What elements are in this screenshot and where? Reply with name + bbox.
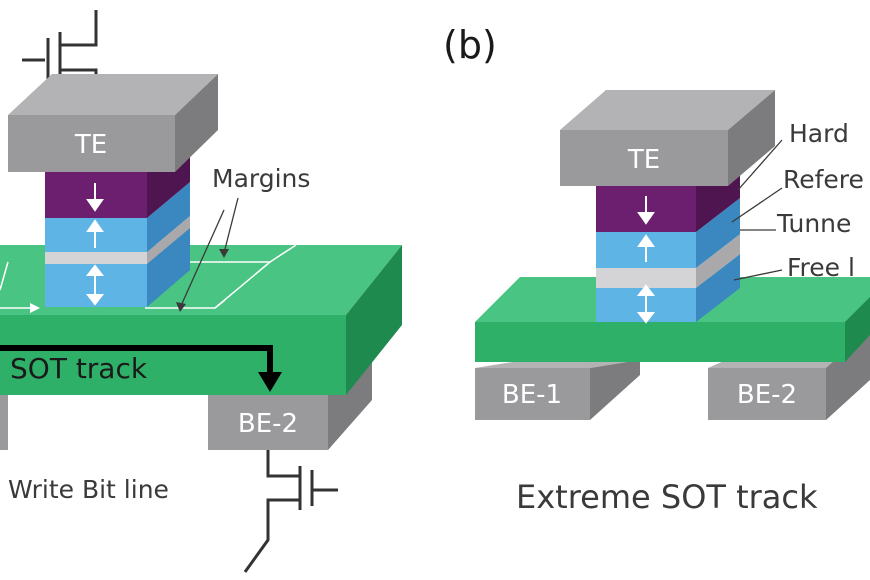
layer-label-pointers (731, 139, 783, 281)
panel-b-label: (b) (443, 23, 497, 67)
be1-label-right: BE-1 (502, 380, 562, 410)
te-electrode-left: TE (8, 74, 218, 172)
be2-label-right: BE-2 (737, 380, 797, 410)
right-panel: (b) BE-1 BE-2 (443, 23, 870, 516)
te-electrode-right: TE (560, 90, 775, 186)
margins-label: Margins (212, 164, 310, 193)
write-bit-line-label: Write Bit line (8, 475, 169, 504)
be2-label: BE-2 (238, 409, 298, 439)
te-label-right: TE (627, 145, 660, 175)
layer-label-free: Free l (787, 253, 855, 282)
mtj-pillar-left (45, 150, 190, 307)
be1-electrode-right: BE-1 (475, 360, 640, 420)
left-panel: BE-2 SOT track (0, 10, 402, 573)
current-arrow (0, 345, 273, 378)
extreme-sot-caption: Extreme SOT track (516, 478, 818, 516)
sot-track-label: SOT track (10, 352, 148, 385)
te-label-left: TE (74, 130, 107, 160)
layer-label-tunnel: Tunne (776, 209, 851, 238)
be1-electrode-remnant (0, 395, 8, 450)
margins-pointers (179, 197, 239, 309)
mtj-pillar-right (596, 164, 740, 324)
layer-label-hard: Hard (789, 119, 849, 148)
bottom-transistor-symbol (243, 450, 338, 573)
layer-label-reference: Refere (783, 165, 864, 194)
